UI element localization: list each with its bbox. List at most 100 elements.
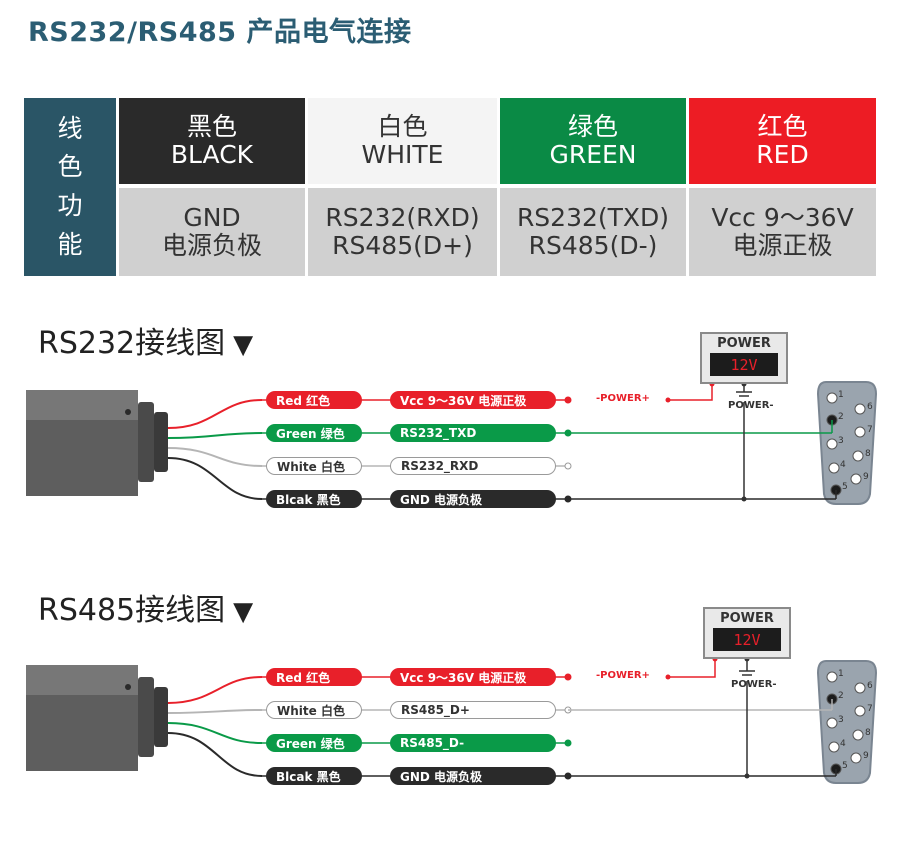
rs232-diagram-svg: [26, 381, 878, 505]
wire-terminal: [564, 739, 572, 747]
wire-signal-label: GND 电源负极: [390, 767, 556, 785]
db9-pin: [826, 392, 838, 404]
color-en: RED: [756, 140, 809, 169]
db9-pin-number: 5: [842, 761, 848, 771]
header-white: 白色 WHITE: [308, 98, 497, 184]
wire-signal-label: GND 电源负极: [390, 490, 556, 508]
color-en: WHITE: [361, 140, 444, 169]
db9-pin: [826, 717, 838, 729]
row-header-char: 线: [57, 113, 83, 143]
db9-pin: [852, 729, 864, 741]
db9-pin: [826, 671, 838, 683]
power-arrow-end: [665, 674, 671, 680]
color-en: GREEN: [549, 140, 637, 169]
header-red: 红色 RED: [689, 98, 876, 184]
color-cn: 红色: [757, 112, 808, 141]
cable-gland: [138, 677, 154, 757]
db9-pin-number: 4: [840, 739, 846, 749]
header-green: 绿色 GREEN: [500, 98, 686, 184]
db9-pin: [854, 426, 866, 438]
power-arrow-end: [665, 397, 671, 403]
row-header-wire-function: 线 色 功 能: [24, 98, 116, 276]
wire-color-label: Blcak 黑色: [266, 490, 362, 508]
wire-color-label: Red 红色: [266, 668, 362, 686]
power-voltage-display: 12V: [710, 353, 778, 376]
function-line2: 电源负极: [161, 231, 262, 260]
db9-pin-number: 1: [838, 390, 844, 400]
rs232-title-text: RS232接线图: [38, 326, 226, 361]
db9-pin-number: 3: [838, 436, 844, 446]
wire-color-label: Green 绿色: [266, 424, 362, 442]
function-white: RS232(RXD) RS485(D+): [308, 188, 497, 276]
db9-pin-number: 9: [863, 751, 869, 761]
wire-signal-label: RS232_TXD: [390, 424, 556, 442]
wire-color-label: Red 红色: [266, 391, 362, 409]
db9-pin: [850, 473, 862, 485]
wire-color-label: Green 绿色: [266, 734, 362, 752]
wire-from-sensor: [167, 676, 263, 704]
wire-color-table: 线 色 功 能 黑色 BLACK 白色 WHITE 绿色 GREEN 红色 RE…: [24, 98, 876, 276]
power-arrow-label: -POWER+: [596, 670, 650, 681]
wire-from-sensor: [167, 457, 263, 500]
db9-pin: [828, 741, 840, 753]
db9-pin-number: 3: [838, 715, 844, 725]
db9-pin-number: 2: [838, 412, 844, 422]
db9-pin: [854, 682, 866, 694]
triangle-down-icon: ▼: [233, 597, 254, 627]
db9-pin: [852, 450, 864, 462]
power-positive-wire: [668, 384, 713, 401]
cable-gland: [138, 402, 154, 482]
wire-from-sensor: [167, 432, 263, 439]
db9-pin-number: 6: [867, 681, 873, 691]
power-arrow-label: -POWER+: [596, 393, 650, 404]
rs485-title-text: RS485接线图: [38, 593, 226, 628]
power-supply-box: POWER 12V: [703, 607, 791, 659]
row-header-char: 功: [57, 191, 83, 220]
cable-gland-nut: [154, 412, 168, 472]
wire-signal-label: RS485_D-: [390, 734, 556, 752]
ground-junction: [744, 773, 750, 779]
function-line2: RS485(D+): [332, 231, 473, 260]
wire-color-label: White 白色: [266, 701, 362, 719]
header-black: 黑色 BLACK: [119, 98, 305, 184]
sensor-screw: [125, 684, 131, 690]
db9-pin: [854, 705, 866, 717]
function-line1: GND: [183, 203, 241, 232]
function-black: GND 电源负极: [119, 188, 305, 276]
power-supply-box: POWER 12V: [700, 332, 788, 384]
db9-pin-number: 8: [865, 728, 871, 738]
color-cn: 绿色: [567, 112, 618, 141]
sensor-body-highlight: [26, 665, 138, 695]
function-line2: RS485(D-): [528, 231, 658, 260]
wire-terminal: [564, 673, 572, 681]
power-supply-label: POWER: [717, 336, 771, 351]
power-voltage-display: 12V: [713, 628, 781, 651]
color-en: BLACK: [170, 140, 254, 169]
function-line1: RS232(RXD): [325, 203, 480, 232]
sensor-screw: [125, 409, 131, 415]
db9-pin: [826, 438, 838, 450]
wire-color-label: Blcak 黑色: [266, 767, 362, 785]
db9-pin-number: 5: [842, 482, 848, 492]
db9-pin-number: 8: [865, 449, 871, 459]
power-negative-label: POWER-: [728, 400, 774, 411]
wire-from-sensor: [167, 732, 263, 777]
wire-signal-label: RS232_RXD: [390, 457, 556, 475]
wire-color-label: White 白色: [266, 457, 362, 475]
function-line1: Vcc 9～36V: [711, 203, 854, 232]
page-title: RS232/RS485 产品电气连接: [28, 17, 412, 48]
function-line2: 电源正极: [732, 231, 833, 260]
function-line1: RS232(TXD): [516, 203, 670, 232]
function-green: RS232(TXD) RS485(D-): [500, 188, 686, 276]
power-supply-label: POWER: [720, 611, 774, 626]
row-header-char: 能: [57, 229, 83, 259]
color-cn: 白色: [377, 112, 428, 141]
db9-pin-number: 1: [838, 669, 844, 679]
db9-pin-number: 7: [867, 704, 873, 714]
cable-gland-nut: [154, 687, 168, 747]
db9-pin-number: 6: [867, 402, 873, 412]
db9-pin-number: 2: [838, 691, 844, 701]
wire-from-sensor: [167, 722, 263, 744]
